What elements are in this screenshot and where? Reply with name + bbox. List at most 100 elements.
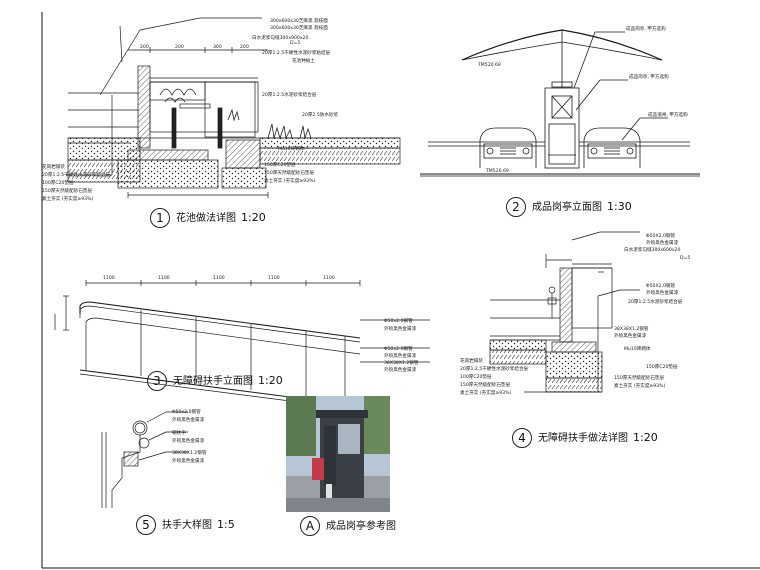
flower-bed-notes: 300x600x30芝麻黑 荔枝面 300x600x30芝麻黑 荔枝面 D=5 … bbox=[42, 17, 339, 202]
d3-note: Φ50x2.0钢管 bbox=[384, 317, 413, 324]
d4-left-note: 100厚C20垫层 bbox=[460, 373, 492, 380]
d5-note: 38X38X1.2钢管 bbox=[172, 449, 207, 456]
d4-left-note: 150厚天然级配砂石垫层 bbox=[460, 381, 511, 388]
drawing-stroke bbox=[117, 159, 219, 189]
drawing-stroke bbox=[179, 103, 211, 109]
handrail-detail-notes: Φ50X2.0钢管 外喷黑色金属漆 白水泥浆勾缝300x600x20 D=5 Φ… bbox=[460, 232, 690, 396]
drawing-stroke bbox=[544, 87, 580, 169]
drawing-stroke bbox=[79, 305, 361, 343]
d1-left-note: 素土夯实 (夯实度≥93%) bbox=[42, 195, 93, 202]
d3-dim: 1100 bbox=[213, 275, 225, 281]
drawing-stroke bbox=[99, 29, 141, 96]
drawing-stroke bbox=[575, 79, 601, 111]
drawing-stroke bbox=[225, 139, 261, 169]
booth-notes: 成品岗亭, 甲方选购 成品岗亭, 甲方选购 成品道闸, 甲方选购 TM520.6… bbox=[477, 25, 688, 174]
d5-note: 外喷黑色金属漆 bbox=[172, 457, 205, 464]
drawing-stroke bbox=[149, 81, 206, 101]
drawing-stroke bbox=[217, 107, 223, 149]
d2-level: TM520.69 bbox=[477, 62, 501, 68]
d3-note: 外喷黑色金属漆 bbox=[384, 352, 417, 359]
d3-note: 外喷黑色金属漆 bbox=[384, 325, 417, 332]
d4-note: 白水泥浆勾缝300x600x20 bbox=[624, 246, 680, 253]
drawing-stroke bbox=[299, 125, 312, 139]
drawing-stroke bbox=[148, 431, 167, 441]
drawing-stroke bbox=[127, 149, 209, 161]
d4-note: Φ50X2.0钢管 bbox=[646, 232, 676, 239]
drawing-stroke bbox=[123, 451, 139, 467]
detail-number: 5 bbox=[136, 515, 156, 535]
d3-note: 外喷黑色金属漆 bbox=[384, 366, 417, 373]
drawing-stroke bbox=[85, 317, 361, 355]
d1-dim: 300 bbox=[213, 44, 222, 50]
d3-dim: 1100 bbox=[323, 275, 335, 281]
drawing-stroke bbox=[227, 108, 240, 122]
drawing-stroke bbox=[486, 147, 494, 155]
d2-note: 成品岗亭, 甲方选购 bbox=[629, 73, 669, 80]
d4-note: Φ50X2.0钢管 bbox=[646, 282, 676, 289]
d1-note: 20厚1:2.5水泥砂浆结合层 bbox=[262, 91, 317, 98]
d2-note: 成品岗亭, 甲方选购 bbox=[626, 25, 666, 32]
d4-note: 外喷黑色金属漆 bbox=[646, 289, 679, 296]
detail-scale: 1:30 bbox=[607, 200, 632, 213]
drawing-stroke bbox=[547, 297, 557, 305]
drawing-stroke bbox=[621, 117, 641, 141]
detail-scale: 1:5 bbox=[217, 518, 235, 531]
d3-dim: 1100 bbox=[103, 275, 115, 281]
drawing-stroke bbox=[545, 377, 603, 393]
detail-scale: 1:20 bbox=[241, 211, 266, 224]
d3-dim: 1100 bbox=[268, 275, 280, 281]
drawing-stroke bbox=[587, 143, 637, 159]
d4-left-note: 花岗岩铺装 bbox=[460, 357, 483, 364]
drawing-stroke bbox=[159, 88, 197, 96]
drawing-stroke bbox=[479, 127, 537, 168]
handrail-detail bbox=[489, 231, 640, 393]
d4-note: D=5 bbox=[680, 255, 690, 261]
d2-note: 成品道闸, 甲方选购 bbox=[648, 111, 688, 118]
drawing-stroke bbox=[139, 17, 201, 31]
d4-note: 150厚C20垫层 bbox=[646, 363, 678, 370]
drawing-stroke bbox=[134, 422, 146, 434]
d3-note: 38X38X1.2钢管 bbox=[384, 359, 419, 366]
drawing-stroke bbox=[164, 97, 186, 103]
drawing-stroke bbox=[111, 435, 141, 508]
detail-scale: 1:20 bbox=[633, 431, 658, 444]
drawing-stroke bbox=[551, 95, 573, 119]
drawing-stroke bbox=[119, 25, 123, 63]
flower-bed-detail bbox=[66, 17, 401, 198]
drawing-stroke bbox=[573, 31, 596, 89]
d1-dim: 200 bbox=[175, 44, 184, 50]
d5-note: 钢扶手 bbox=[172, 429, 186, 436]
detail-number: 4 bbox=[512, 428, 532, 448]
d3-note: Φ50x2.0钢管 bbox=[384, 345, 413, 352]
drawing-stroke bbox=[489, 339, 547, 351]
handrail-elevation-notes: 1100 1100 1100 1100 1100 Φ50x2.0钢管 外喷黑色金… bbox=[103, 275, 419, 373]
drawing-stroke bbox=[79, 301, 361, 339]
drawing-stroke bbox=[545, 351, 603, 379]
d4-note: 20厚1:2.5水泥砂浆结合层 bbox=[628, 298, 683, 305]
detail-number: A bbox=[300, 516, 320, 536]
d1-left-note: 20厚1:2.5干硬性水泥砂浆结合层 bbox=[42, 171, 111, 178]
d4-left-note: 素土夯实 (夯实度≥93%) bbox=[460, 389, 511, 396]
d4-left-note: 20厚1:2.5干硬性水泥砂浆结合层 bbox=[460, 365, 529, 372]
d1-note: 150厚C20垫层 bbox=[264, 161, 296, 168]
handrail-section-notes: Φ50x2.0钢管 外喷黑色金属漆 钢扶手 外喷黑色金属漆 38X38X1.2钢… bbox=[172, 408, 207, 464]
d1-note: Mu10砖砌体 bbox=[278, 145, 305, 152]
drawing-stroke bbox=[551, 95, 573, 119]
drawing-stroke bbox=[571, 267, 613, 329]
d2-level: TM520.69 bbox=[485, 168, 509, 174]
detail-title: 花池做法详图 bbox=[176, 213, 236, 224]
d1-note: 白水泥浆勾缝300x900x20 bbox=[252, 34, 308, 41]
drawing-stroke bbox=[171, 107, 177, 149]
d4-note: 38X38X1.2钢管 bbox=[614, 325, 649, 332]
d4-note: Mu10砖砌体 bbox=[624, 345, 651, 352]
drawing-stroke bbox=[138, 451, 167, 461]
d1-note: 素土夯实 (夯实度≥93%) bbox=[264, 177, 315, 184]
drawing-stroke bbox=[551, 341, 597, 353]
d4-note: 外喷黑色金属漆 bbox=[614, 332, 647, 339]
drawing-stroke bbox=[137, 65, 151, 149]
